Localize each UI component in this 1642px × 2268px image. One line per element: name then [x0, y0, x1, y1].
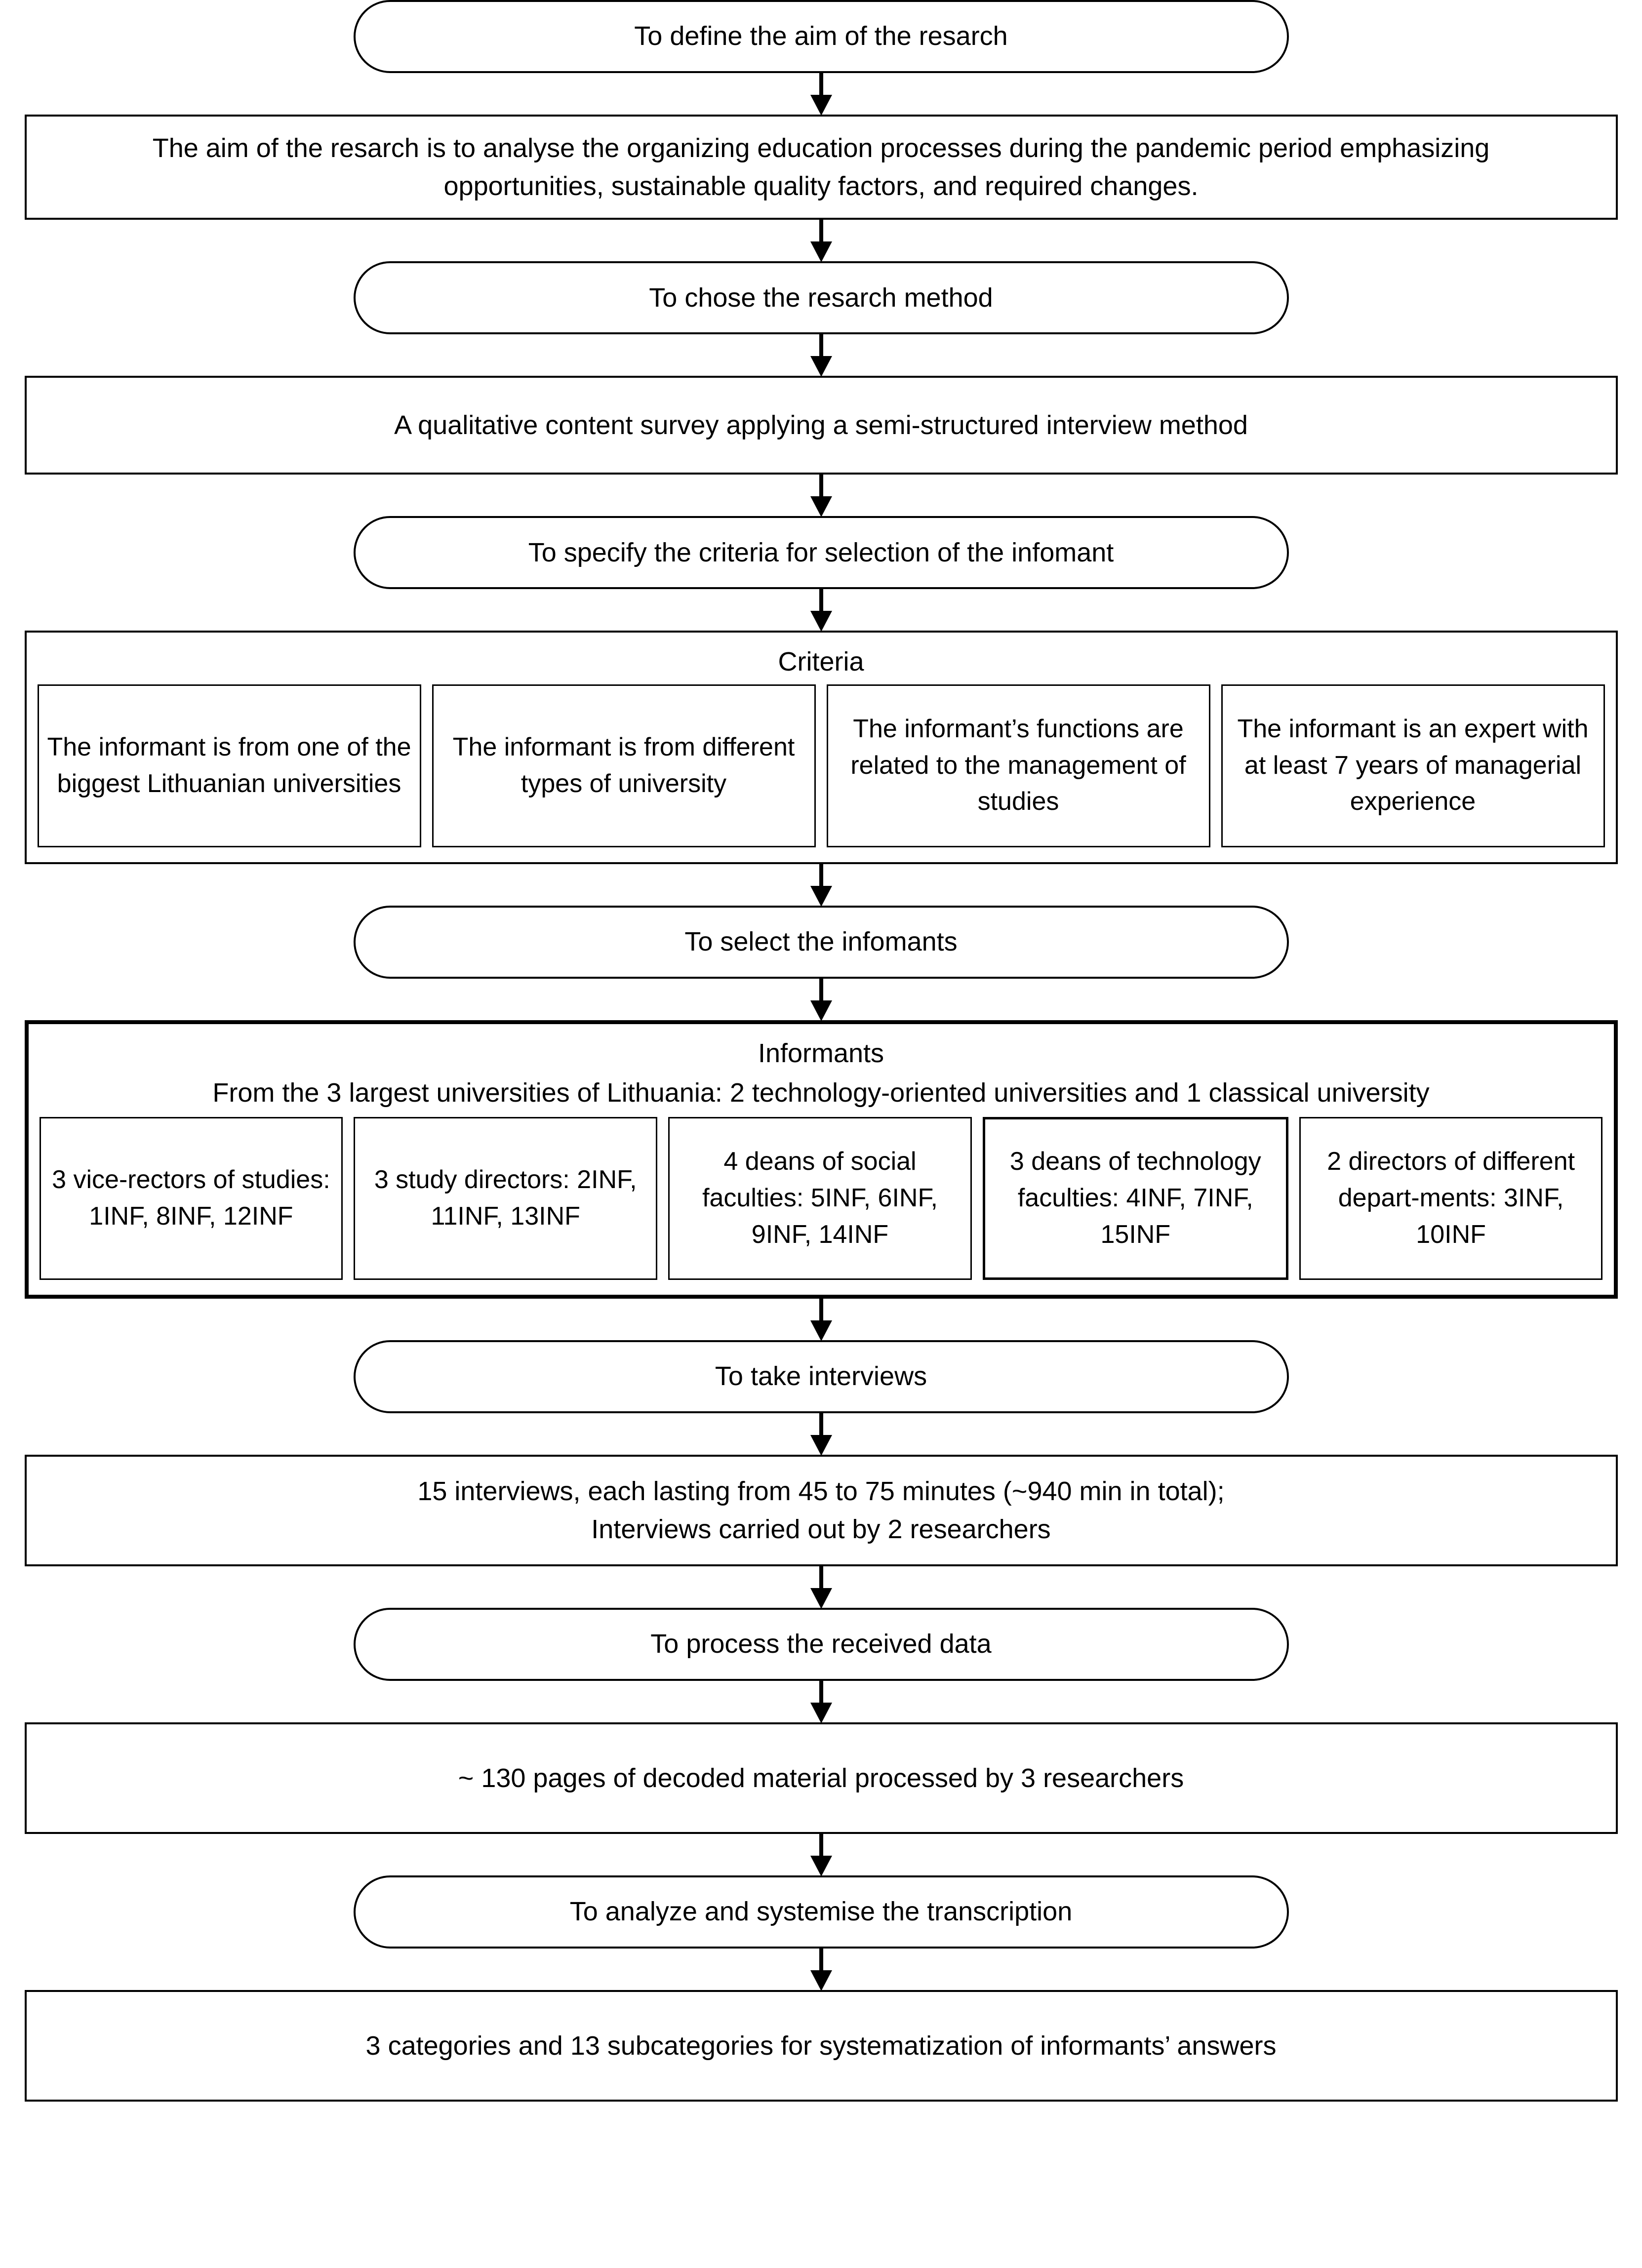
arrow-head	[810, 496, 832, 517]
arrow-head	[810, 1434, 832, 1456]
informants-item-2-label: 3 study directors: 2INF, 11INF, 13INF	[374, 1165, 637, 1231]
informants-item-5: 2 directors of different depart-ments: 3…	[1299, 1116, 1603, 1280]
arrow-down-icon-1	[810, 73, 832, 116]
criteria-item-3-label: The informant’s functions are related to…	[850, 714, 1186, 816]
node-survey-method: A qualitative content survey applying a …	[24, 376, 1618, 475]
arrow-down-icon-9	[810, 1413, 832, 1456]
node-categories-result: 3 categories and 13 subcategories for sy…	[24, 1989, 1618, 2102]
group-criteria: Criteria The informant is from one of th…	[24, 631, 1618, 864]
arrow-stem	[819, 1298, 823, 1322]
arrow-down-icon-7	[810, 978, 832, 1021]
informants-item-4-label: 3 deans of technology faculties: 4INF, 7…	[1009, 1147, 1261, 1249]
node-survey-method-label: A qualitative content survey applying a …	[394, 410, 1248, 440]
node-aim-statement-line2: opportunities, sustainable quality facto…	[443, 171, 1199, 201]
arrow-down-icon-4	[810, 475, 832, 517]
arrow-head	[810, 1320, 832, 1341]
arrow-stem	[819, 1413, 823, 1437]
arrow-head	[810, 1000, 832, 1021]
criteria-item-4-label: The informant is an expert with at least…	[1237, 714, 1589, 816]
arrow-head	[810, 885, 832, 907]
node-select-informants: To select the infomants	[353, 905, 1289, 979]
node-interview-details-line1: 15 interviews, each lasting from 45 to 7…	[417, 1476, 1225, 1507]
node-analyze-transcription-label: To analyze and systemise the transcripti…	[569, 1897, 1073, 1927]
flowchart-flow: To define the aim of the resarch The aim…	[24, 0, 1618, 2102]
criteria-item-1-label: The informant is from one of the biggest…	[47, 732, 411, 798]
criteria-item-2-label: The informant is from different types of…	[452, 732, 795, 798]
arrow-stem	[819, 1833, 823, 1858]
node-aim-statement-line1: The aim of the resarch is to analyse the…	[152, 133, 1490, 163]
informants-item-1-label: 3 vice-rectors of studies: 1INF, 8INF, 1…	[52, 1165, 330, 1231]
group-criteria-row: The informant is from one of the biggest…	[37, 684, 1605, 847]
arrow-down-icon-11	[810, 1680, 832, 1723]
group-informants-row: 3 vice-rectors of studies: 1INF, 8INF, 1…	[39, 1116, 1603, 1280]
arrow-stem	[819, 475, 823, 499]
node-aim-statement: The aim of the resarch is to analyse the…	[24, 115, 1618, 220]
node-specify-criteria-label: To specify the criteria for selection of…	[528, 537, 1114, 567]
group-criteria-title: Criteria	[778, 647, 864, 677]
arrow-stem	[819, 978, 823, 1002]
node-take-interviews-label: To take interviews	[715, 1361, 927, 1392]
node-define-aim-label: To define the aim of the resarch	[634, 21, 1008, 51]
arrow-stem	[819, 1948, 823, 1972]
node-process-data: To process the received data	[353, 1607, 1289, 1681]
node-choose-method-label: To chose the resarch method	[649, 282, 993, 313]
arrow-stem	[819, 1566, 823, 1590]
informants-item-3: 4 deans of social faculties: 5INF, 6INF,…	[668, 1116, 972, 1280]
node-process-data-label: To process the received data	[650, 1629, 992, 1659]
arrow-head	[810, 95, 832, 116]
arrow-head	[810, 1970, 832, 1991]
node-select-informants-label: To select the infomants	[684, 926, 958, 956]
arrow-down-icon-3	[810, 334, 832, 377]
informants-item-4: 3 deans of technology faculties: 4INF, 7…	[982, 1116, 1288, 1280]
arrow-down-icon-5	[810, 589, 832, 632]
node-interview-details-line2: Interviews carried out by 2 researchers	[591, 1514, 1051, 1544]
group-informants-title: Informants	[758, 1038, 884, 1068]
arrow-down-icon-6	[810, 864, 832, 907]
node-take-interviews: To take interviews	[353, 1340, 1289, 1413]
node-decoded-pages-label: ~ 130 pages of decoded material processe…	[458, 1763, 1184, 1793]
arrow-down-icon-2	[810, 220, 832, 263]
arrow-head	[810, 1855, 832, 1876]
arrow-head	[810, 356, 832, 377]
arrow-head	[810, 611, 832, 632]
arrow-stem	[819, 589, 823, 613]
arrow-down-icon-10	[810, 1566, 832, 1609]
node-decoded-pages: ~ 130 pages of decoded material processe…	[24, 1722, 1618, 1834]
arrow-stem	[819, 1680, 823, 1705]
informants-item-1: 3 vice-rectors of studies: 1INF, 8INF, 1…	[39, 1116, 343, 1280]
node-specify-criteria: To specify the criteria for selection of…	[353, 516, 1289, 590]
arrow-stem	[819, 864, 823, 888]
arrow-head	[810, 1588, 832, 1609]
arrow-down-icon-12	[810, 1833, 832, 1876]
criteria-item-4: The informant is an expert with at least…	[1221, 684, 1605, 847]
criteria-item-1: The informant is from one of the biggest…	[37, 684, 421, 847]
node-categories-result-label: 3 categories and 13 subcategories for sy…	[365, 2030, 1277, 2061]
node-define-aim: To define the aim of the resarch	[353, 0, 1289, 73]
group-informants-subtitle: From the 3 largest universities of Lithu…	[212, 1077, 1430, 1108]
criteria-item-2: The informant is from different types of…	[432, 684, 816, 847]
arrow-down-icon-8	[810, 1298, 832, 1341]
node-choose-method: To chose the resarch method	[353, 261, 1289, 335]
arrow-head	[810, 1702, 832, 1723]
arrow-stem	[819, 334, 823, 358]
node-analyze-transcription: To analyze and systemise the transcripti…	[353, 1875, 1289, 1949]
informants-item-3-label: 4 deans of social faculties: 5INF, 6INF,…	[702, 1147, 938, 1249]
group-informants: Informants From the 3 largest universiti…	[24, 1020, 1618, 1299]
informants-item-5-label: 2 directors of different depart-ments: 3…	[1327, 1147, 1575, 1249]
criteria-item-3: The informant’s functions are related to…	[826, 684, 1210, 847]
arrow-stem	[819, 73, 823, 97]
node-interview-details: 15 interviews, each lasting from 45 to 7…	[24, 1454, 1618, 1566]
informants-item-2: 3 study directors: 2INF, 11INF, 13INF	[354, 1116, 658, 1280]
arrow-down-icon-13	[810, 1948, 832, 1991]
arrow-stem	[819, 220, 823, 244]
arrow-head	[810, 241, 832, 263]
